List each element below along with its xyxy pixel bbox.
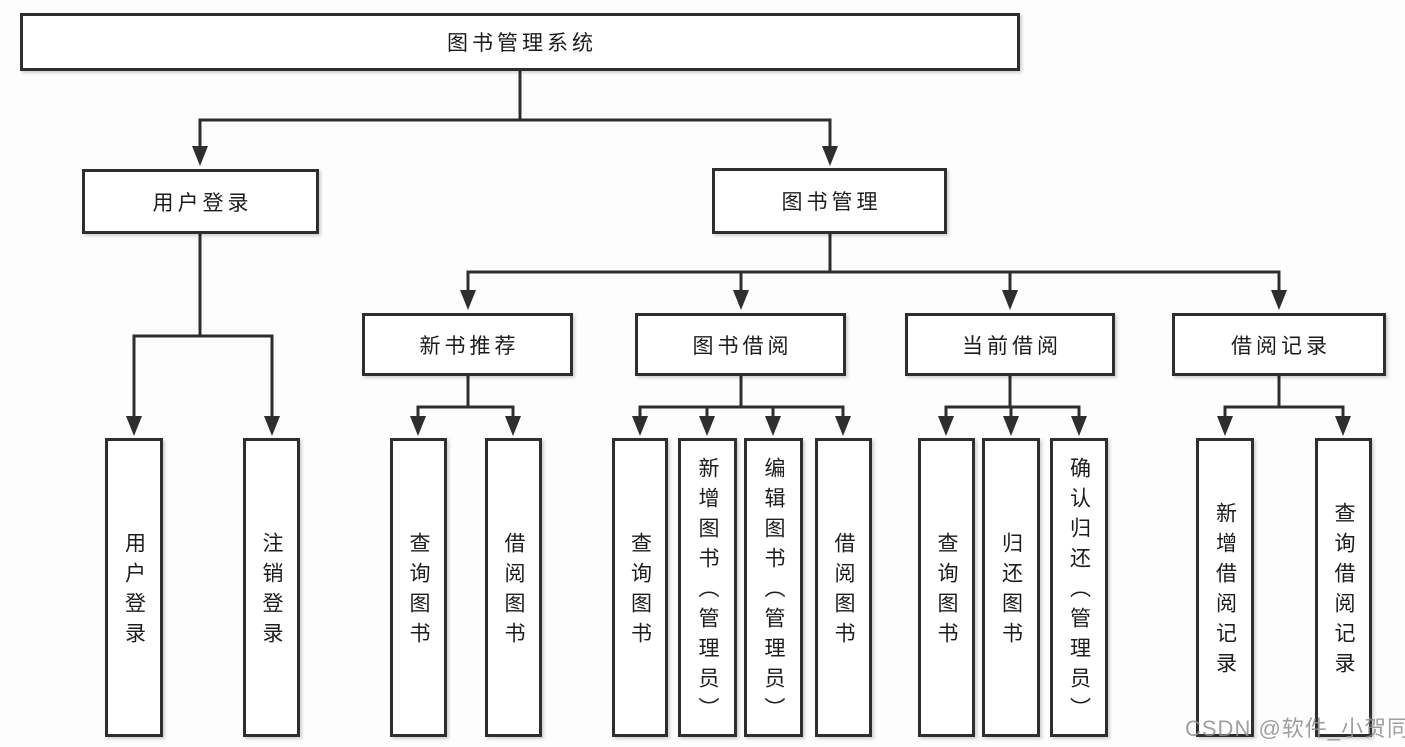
node-book-management: 图书管理 [712,168,947,234]
node-book-borrow: 图书借阅 [635,313,846,376]
leaf-query-book-1-label: 查询图书 [407,532,431,652]
leaf-user-login-label: 用户登录 [122,532,147,652]
leaf-query-book-2: 查询图书 [612,438,668,737]
leaf-add-book-admin-label: 新增图书（管理员） [696,457,720,727]
node-root-label: 图书管理系统 [447,31,597,55]
leaf-return-book: 归还图书 [982,438,1040,737]
leaf-add-borrow-record-label: 新增借阅记录 [1213,502,1238,682]
leaf-return-book-label: 归还图书 [999,532,1024,652]
leaf-query-book-3: 查询图书 [918,438,975,737]
node-current-borrow-label: 当前借阅 [962,333,1062,358]
leaf-borrow-book-2-label: 借阅图书 [832,532,856,652]
leaf-query-book-1: 查询图书 [390,438,447,737]
node-new-book-recommend: 新书推荐 [362,313,573,376]
leaf-query-borrow-record-label: 查询借阅记录 [1332,502,1356,682]
leaf-borrow-book-1: 借阅图书 [485,438,542,737]
node-book-management-label: 图书管理 [781,190,882,214]
node-borrow-records-label: 借阅记录 [1231,333,1331,358]
node-book-borrow-label: 图书借阅 [692,333,793,358]
leaf-query-borrow-record: 查询借阅记录 [1315,438,1372,737]
watermark-text: CSDN @软件_小贺同学 [1185,716,1405,741]
leaf-add-book-admin: 新增图书（管理员） [678,438,737,737]
node-current-borrow: 当前借阅 [905,313,1115,376]
leaf-query-book-2-label: 查询图书 [628,532,653,652]
node-user-login-label: 用户登录 [152,190,253,215]
leaf-confirm-return-admin: 确认归还（管理员） [1050,438,1108,737]
leaf-logout: 注销登录 [243,438,300,737]
leaf-borrow-book-1-label: 借阅图书 [502,532,526,652]
leaf-query-book-3-label: 查询图书 [935,532,959,652]
node-new-book-recommend-label: 新书推荐 [419,333,520,358]
leaf-edit-book-admin-label: 编辑图书（管理员） [762,457,786,727]
leaf-borrow-book-2: 借阅图书 [815,438,872,737]
leaf-user-login: 用户登录 [105,438,163,737]
leaf-edit-book-admin: 编辑图书（管理员） [744,438,803,737]
node-user-login: 用户登录 [82,169,319,234]
node-root: 图书管理系统 [20,13,1020,71]
leaf-logout-label: 注销登录 [260,532,284,652]
node-borrow-records: 借阅记录 [1172,313,1386,376]
leaf-confirm-return-admin-label: 确认归还（管理员） [1067,457,1092,727]
leaf-add-borrow-record: 新增借阅记录 [1196,438,1254,737]
